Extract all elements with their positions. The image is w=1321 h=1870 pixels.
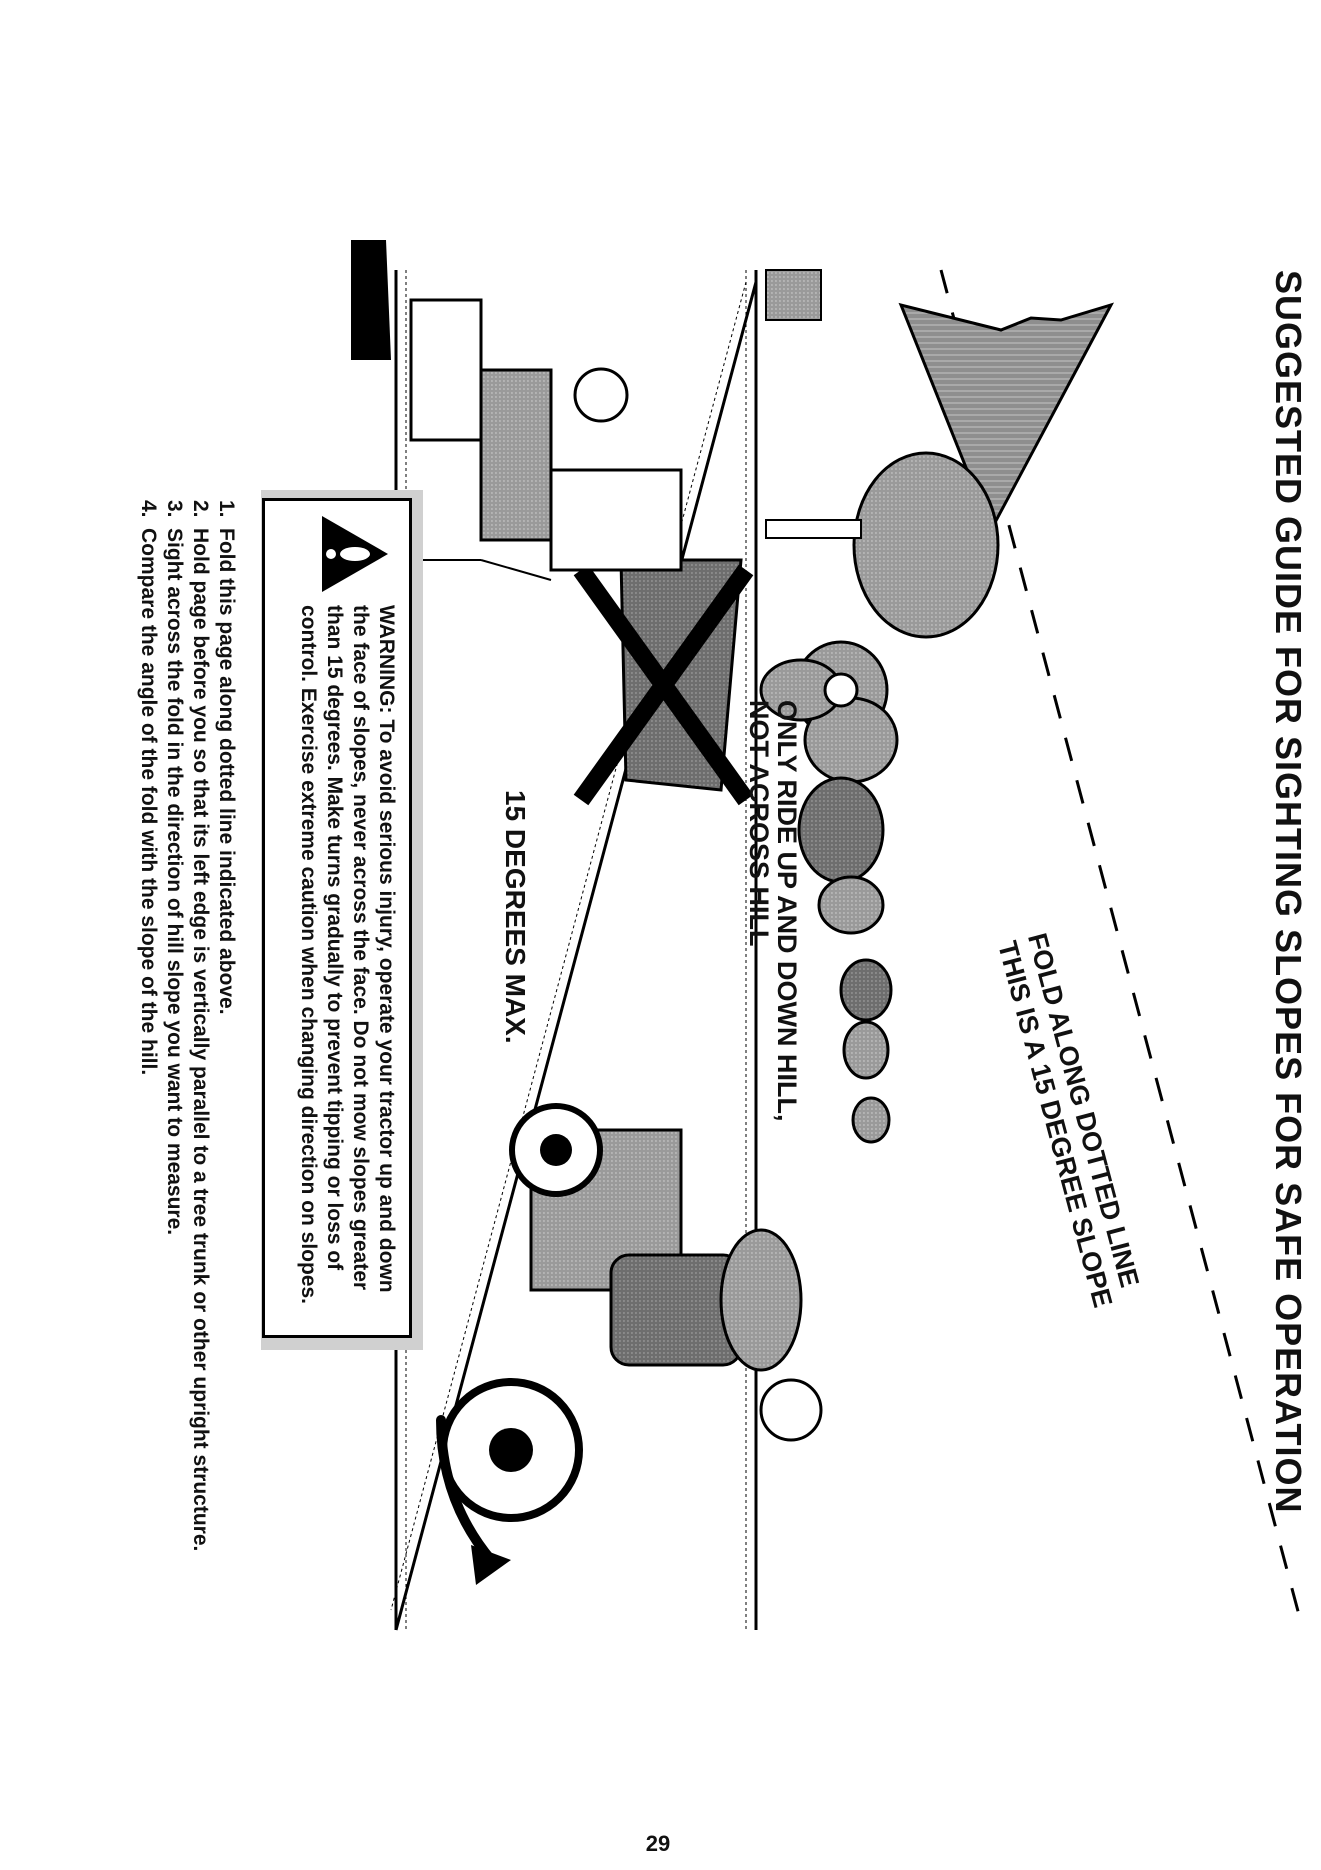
step-text: Hold page before you so that its left ed… — [189, 528, 212, 1552]
ride-instruction-line2: NOT ACROSS HILL — [744, 700, 774, 947]
list-item: 4. Compare the angle of the fold with the… — [135, 500, 161, 1800]
ride-instruction: ONLY RIDE UP AND DOWN HILL, NOT ACROSS H… — [744, 700, 802, 1122]
warning-triangle-icon — [322, 516, 388, 592]
step-number: 1. — [215, 500, 238, 518]
step-number: 3. — [163, 500, 186, 518]
tractor-up-hill — [436, 1103, 823, 1585]
step-number: 2. — [189, 500, 212, 518]
step-text: Sight across the fold in the direction o… — [163, 528, 186, 1236]
tree-small-row — [817, 875, 893, 1144]
step-text: Compare the angle of the fold with the s… — [137, 528, 160, 1076]
warning-text: WARNING: To avoid serious injury, operat… — [297, 605, 398, 1304]
list-item: 1. Fold this page along dotted line indic… — [213, 500, 239, 1800]
man-sighting-page — [351, 240, 683, 572]
angle-label: 15 DEGREES MAX. — [500, 790, 531, 1044]
instruction-steps: 1. Fold this page along dotted line indic… — [135, 500, 239, 1800]
page-number: 29 — [645, 1830, 671, 1856]
warning-box: WARNING: To avoid serious injury, operat… — [262, 498, 412, 1338]
list-item: 2. Hold page before you so that its left … — [187, 500, 213, 1800]
step-number: 4. — [137, 500, 160, 518]
tree-round-1 — [765, 451, 1000, 639]
ride-instruction-line1: ONLY RIDE UP AND DOWN HILL, — [772, 700, 802, 1122]
step-text: Fold this page along dotted line indicat… — [215, 528, 238, 1015]
list-item: 3. Sight across the fold in the direction… — [161, 500, 187, 1800]
